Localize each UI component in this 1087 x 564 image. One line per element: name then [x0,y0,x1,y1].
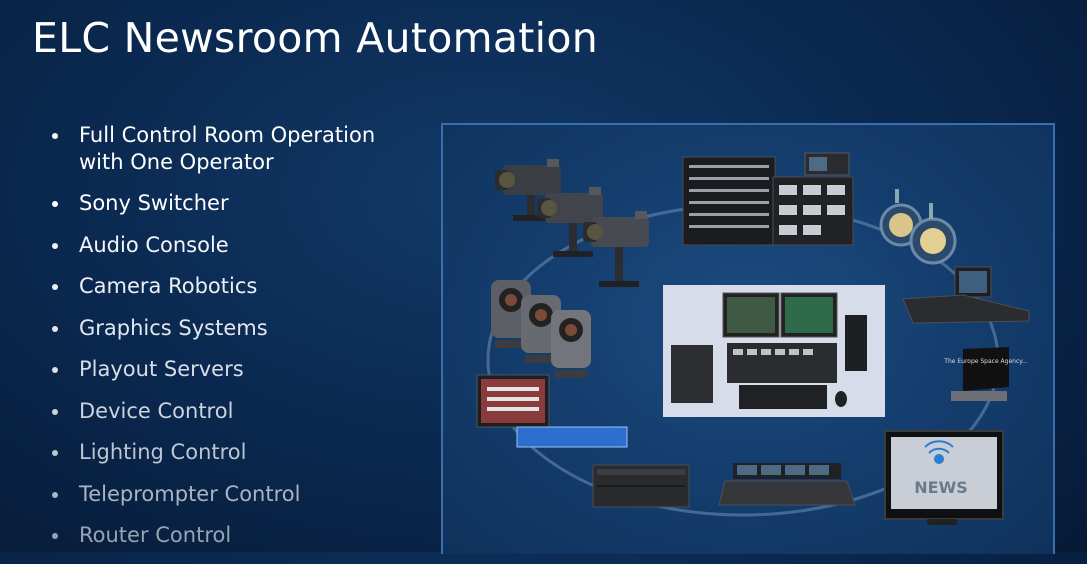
bullet-dot [52,133,58,139]
bullet-label: Lighting Control [79,440,247,464]
switcher-panel-icon [682,152,854,246]
bullet-item-playout: Playout Servers [52,356,412,383]
news-label: NEWS [914,478,968,497]
bullet-dot [52,408,58,415]
bullet-label: Camera Robotics [79,274,258,298]
playout-server-icon [592,464,690,508]
bullet-label: Router Control [79,523,232,547]
bullet-label: Device Control [79,398,234,423]
lighting-console-icon [902,266,1030,324]
bullet-item-switcher: Sony Switcher [52,190,412,217]
bullet-item-audio: Audio Console [52,232,412,259]
bullet-item-full-control: Full Control Room Operation with One Ope… [52,122,412,176]
slide-title: ELC Newsroom Automation [32,14,598,62]
bullet-item-router: Router Control [52,522,412,549]
teleprompter-icon: The Europe Space Agency... [943,347,1028,401]
bullet-item-prompter: Teleprompter Control [52,481,412,508]
bullet-dot [52,284,58,290]
bullet-item-graphics: Graphics Systems [52,315,412,342]
ptz-camera-icon [491,280,591,378]
prompter-text: The Europe Space Agency... [943,358,1027,365]
bullet-label: Sony Switcher [79,191,229,215]
bullet-dot [52,533,58,539]
studio-light-icon [879,189,957,265]
equipment-diagram: The Europe Space Agency... [476,152,1030,525]
bullet-dot [52,450,58,456]
bullet-label: Full Control Room Operation [79,123,376,147]
studio-camera-icon [495,159,649,287]
bullet-item-robotics: Camera Robotics [52,273,412,300]
bullet-dot [52,367,58,373]
equipment-diagram-panel: The Europe Space Agency... [441,123,1055,554]
bullet-item-lighting: Lighting Control [52,439,412,466]
bullet-label: Playout Servers [79,357,244,381]
bullet-dot [52,325,58,332]
bullet-item-device: Device Control [52,398,412,425]
bullet-label-line2: with One Operator [79,150,274,174]
control-workstation-icon [663,285,885,417]
bullet-dot [52,201,58,207]
bullet-label: Teleprompter Control [79,481,301,506]
bullet-label: Graphics Systems [79,315,268,340]
graphics-system-icon [476,374,628,448]
news-monitor-icon: NEWS [884,430,1004,525]
audio-console-icon [718,463,856,506]
bullet-label: Audio Console [79,232,229,257]
feature-list: Full Control Room Operation with One Ope… [52,122,412,564]
bullet-dot [52,491,58,498]
bullet-dot [52,242,58,249]
